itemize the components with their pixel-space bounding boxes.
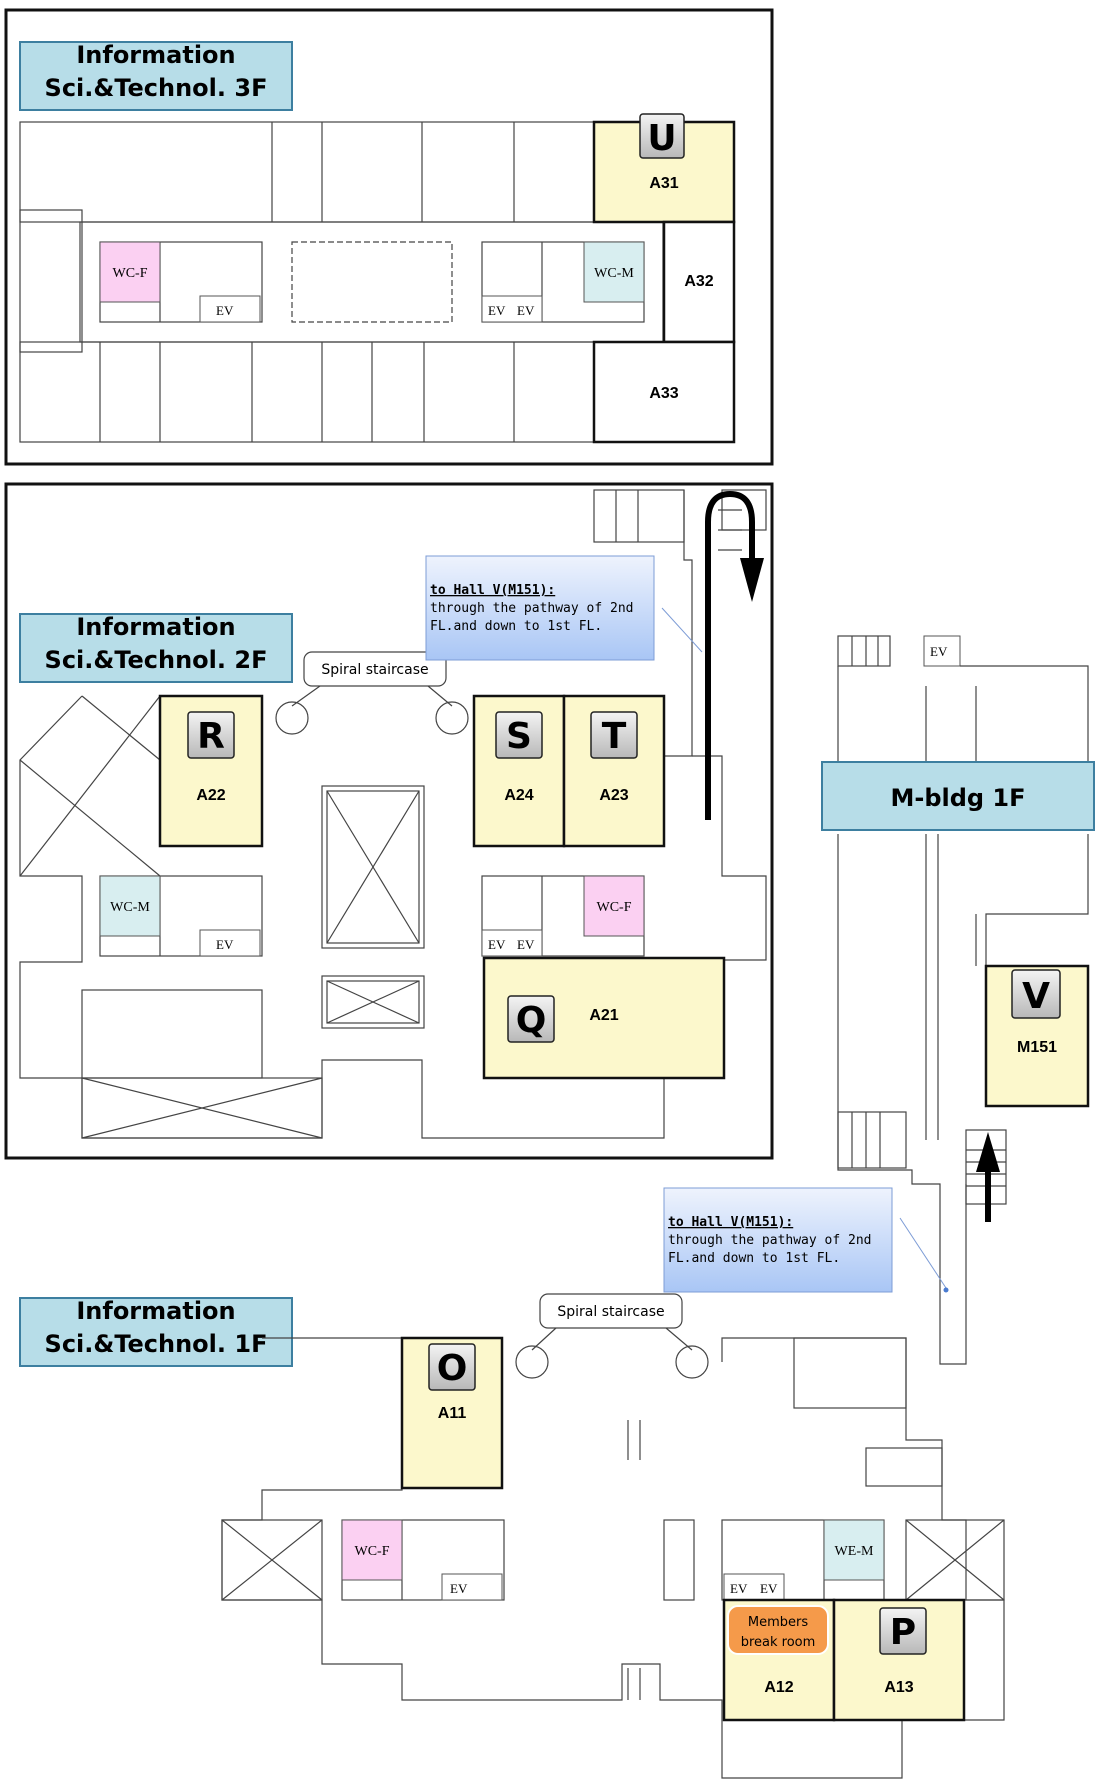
- room-a33-label: A33: [649, 385, 678, 402]
- members-break-room-badge: Members break room: [727, 1605, 829, 1655]
- floor-2f-panel: Information Sci.&Technol. 2F: [4, 482, 774, 1160]
- floor-1f-title: Information Sci.&Technol. 1F: [19, 1297, 293, 1367]
- hall-v-note-line1: through the pathway of 2nd: [430, 601, 634, 616]
- wc-f-label: WC-F: [355, 1544, 390, 1559]
- room-a32-label: A32: [684, 273, 713, 290]
- ev-label: EV: [930, 644, 948, 659]
- badge-r-letter: R: [197, 716, 225, 757]
- hall-v-note-title: to Hall V(M151):: [430, 583, 555, 598]
- hall-v-note-line2: FL.and down to 1st FL.: [430, 619, 602, 634]
- ev-label: EV: [488, 303, 506, 318]
- room-a22-label: A22: [196, 787, 225, 804]
- hall-v-note-line1: through the pathway of 2nd: [668, 1233, 872, 1248]
- spiral-staircase-text: Spiral staircase: [321, 662, 428, 678]
- badge-s: S: [495, 711, 543, 759]
- stair-arrow-2f: [705, 490, 764, 820]
- badge-t: T: [590, 711, 638, 759]
- ev-label: EV: [517, 303, 535, 318]
- m-bldg-title-text: M-bldg 1F: [890, 784, 1025, 812]
- badge-u: U: [639, 113, 685, 159]
- badge-v-letter: V: [1022, 976, 1050, 1017]
- ev-label: EV: [517, 937, 535, 952]
- badge-r: R: [187, 711, 235, 759]
- ev-label: EV: [488, 937, 506, 952]
- floor-3f-restrooms: WC-F WC-M EV EV EV: [99, 241, 645, 323]
- floor-1f-restrooms: WC-F EV WE-M EV EV: [341, 1519, 885, 1601]
- floor-2f-title-line1: Information: [76, 613, 235, 641]
- spiral-staircase-1f-label: Spiral staircase: [531, 1293, 693, 1351]
- m-bldg-title: M-bldg 1F: [821, 761, 1095, 831]
- floor-2f-restrooms: WC-M WC-F EV EV EV: [99, 875, 645, 957]
- floor-1f-title-line1: Information: [76, 1297, 235, 1325]
- wc-m-label: WC-M: [110, 900, 150, 915]
- wc-f-label: WC-F: [597, 900, 632, 915]
- ev-label: EV: [216, 937, 234, 952]
- spiral-staircase-2f-label: Spiral staircase: [291, 651, 453, 707]
- room-a32[interactable]: A32: [662, 220, 736, 344]
- floor-2f-title: Information Sci.&Technol. 2F: [19, 613, 293, 683]
- room-a24-label: A24: [504, 787, 533, 804]
- badge-s-letter: S: [506, 716, 532, 757]
- badge-o: O: [428, 1343, 476, 1391]
- room-a21-label: A21: [589, 1007, 618, 1024]
- ev-label: EV: [216, 303, 234, 318]
- ev-label: EV: [730, 1581, 748, 1596]
- wc-f-label: WC-F: [113, 266, 148, 281]
- badge-p: P: [879, 1607, 927, 1655]
- room-a31-label: A31: [649, 175, 678, 192]
- break-room-line1: Members: [748, 1615, 808, 1630]
- floor-2f-walls: [19, 489, 767, 1139]
- hall-v-note-line2: FL.and down to 1st FL.: [668, 1251, 840, 1266]
- m-bldg-walls: EV: [837, 635, 1089, 1365]
- room-a11-label: A11: [438, 1405, 467, 1422]
- we-m-label: WE-M: [835, 1544, 874, 1559]
- room-a13-label: A13: [884, 1679, 913, 1696]
- floor-1f: Information Sci.&Technol. 1F: [19, 1187, 1005, 1779]
- badge-u-letter: U: [647, 118, 676, 159]
- spiral-staircase-text: Spiral staircase: [557, 1304, 664, 1320]
- break-room-line2: break room: [741, 1635, 816, 1650]
- ev-label: EV: [450, 1581, 468, 1596]
- room-a12-label: A12: [764, 1679, 793, 1696]
- floor-3f-walls: [19, 121, 664, 443]
- stair-arrow-m-bldg: [965, 1129, 1007, 1222]
- m-bldg-1f: EV M-bldg 1F M151 V: [821, 635, 1095, 1365]
- badge-o-letter: O: [437, 1348, 468, 1389]
- badge-p-letter: P: [890, 1612, 916, 1653]
- badge-q-letter: Q: [516, 1000, 547, 1041]
- floor-2f-title-line2: Sci.&Technol. 2F: [45, 646, 268, 674]
- room-m151-label: M151: [1017, 1039, 1057, 1056]
- floor-3f-title-line1: Information: [76, 41, 235, 69]
- floor-3f-title-line2: Sci.&Technol. 3F: [45, 74, 268, 102]
- room-a23-label: A23: [599, 787, 628, 804]
- hall-v-note-2f: to Hall V(M151): through the pathway of …: [425, 555, 703, 661]
- hall-v-note-1f: to Hall V(M151): through the pathway of …: [663, 1187, 949, 1293]
- room-a33[interactable]: A33: [592, 340, 736, 444]
- badge-q: Q: [507, 995, 555, 1043]
- badge-v: V: [1011, 969, 1061, 1019]
- badge-t-letter: T: [602, 716, 627, 757]
- floor-3f-panel: Information Sci.&Technol. 3F: [4, 8, 774, 466]
- hall-v-note-title: to Hall V(M151):: [668, 1215, 793, 1230]
- floor-3f-title: Information Sci.&Technol. 3F: [19, 41, 293, 111]
- floor-1f-title-line2: Sci.&Technol. 1F: [45, 1330, 268, 1358]
- wc-m-label: WC-M: [594, 266, 634, 281]
- ev-label: EV: [760, 1581, 778, 1596]
